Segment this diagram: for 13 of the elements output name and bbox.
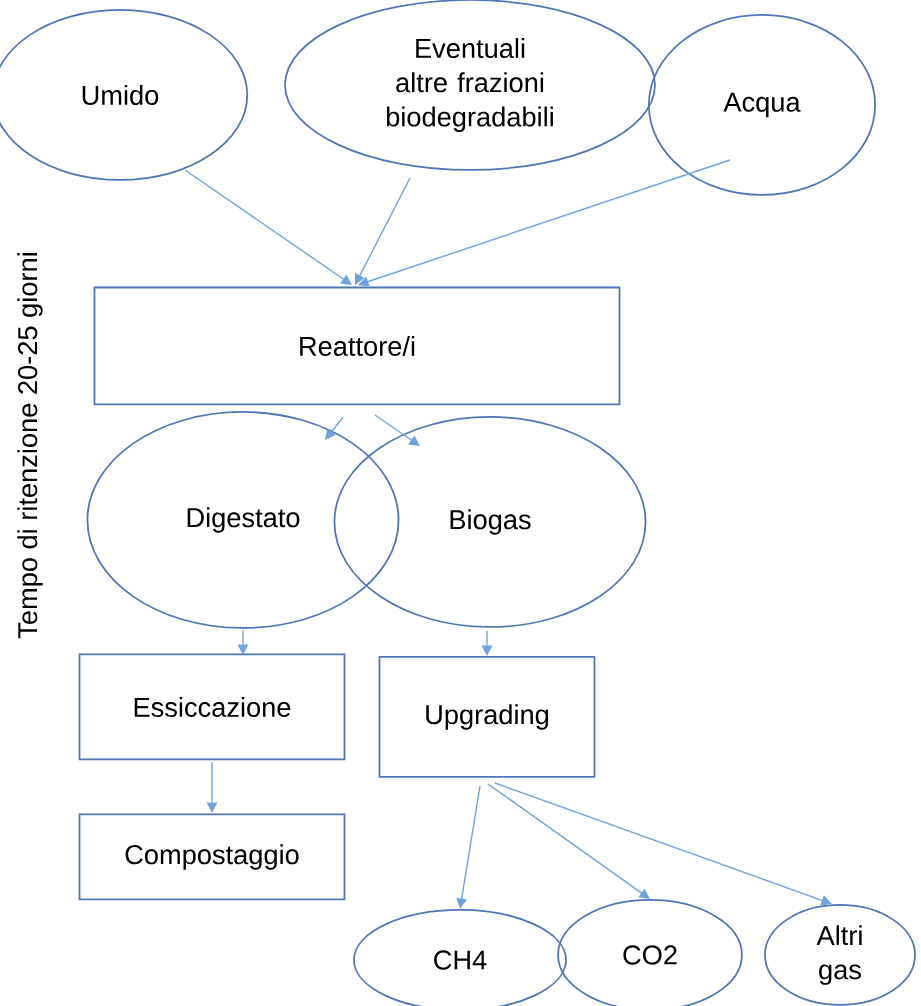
arrow <box>487 783 650 899</box>
process-box: Upgrading <box>378 656 596 778</box>
process-box: Essiccazione <box>78 653 346 761</box>
arrow <box>456 785 481 909</box>
arrow <box>374 414 420 446</box>
process-box: Compostaggio <box>78 813 346 901</box>
arrow <box>354 177 411 285</box>
process-box: Reattore/i <box>93 286 621 406</box>
arrow <box>325 416 344 440</box>
rotated-label: Tempo di ritenzione 20-25 giorni <box>17 253 43 639</box>
arrow <box>184 169 352 285</box>
arrow <box>494 782 832 906</box>
arrow <box>358 159 731 287</box>
